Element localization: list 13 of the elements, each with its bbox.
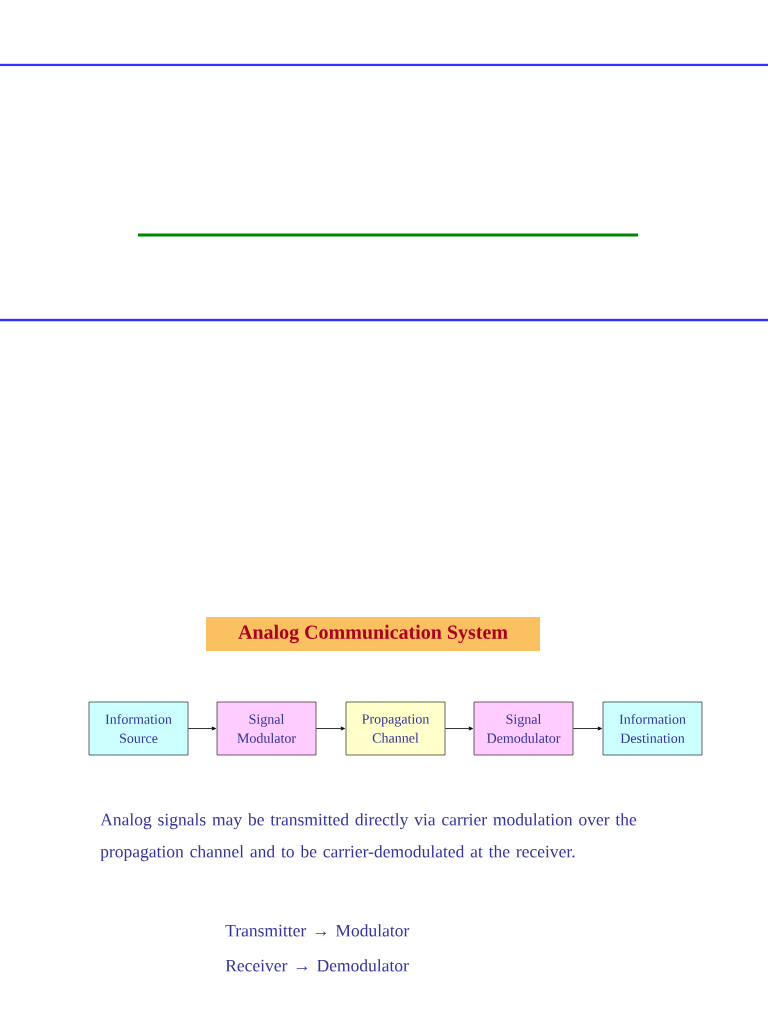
paragraph: Analog signals may be transmitted directly via carrier modulation over the propagation channel and to be carrier-demodulated at the receiver.: [100, 813, 637, 862]
process-box: Information Source: [88, 701, 189, 756]
mapping-line: Transmitter → Modulator: [225, 924, 410, 937]
arrow: [572, 726, 603, 731]
process-box: Propagation Channel: [345, 701, 446, 756]
process-box: Signal Demodulator: [473, 701, 574, 756]
title-banner: Analog Communication System: [206, 617, 540, 651]
arrow: [444, 726, 474, 731]
mapping-line: Receiver → Demodulator: [225, 959, 409, 972]
process-box: Signal Modulator: [216, 701, 317, 756]
process-box: Information Destination: [602, 701, 703, 756]
arrow: [187, 726, 217, 731]
arrow: [315, 726, 346, 731]
